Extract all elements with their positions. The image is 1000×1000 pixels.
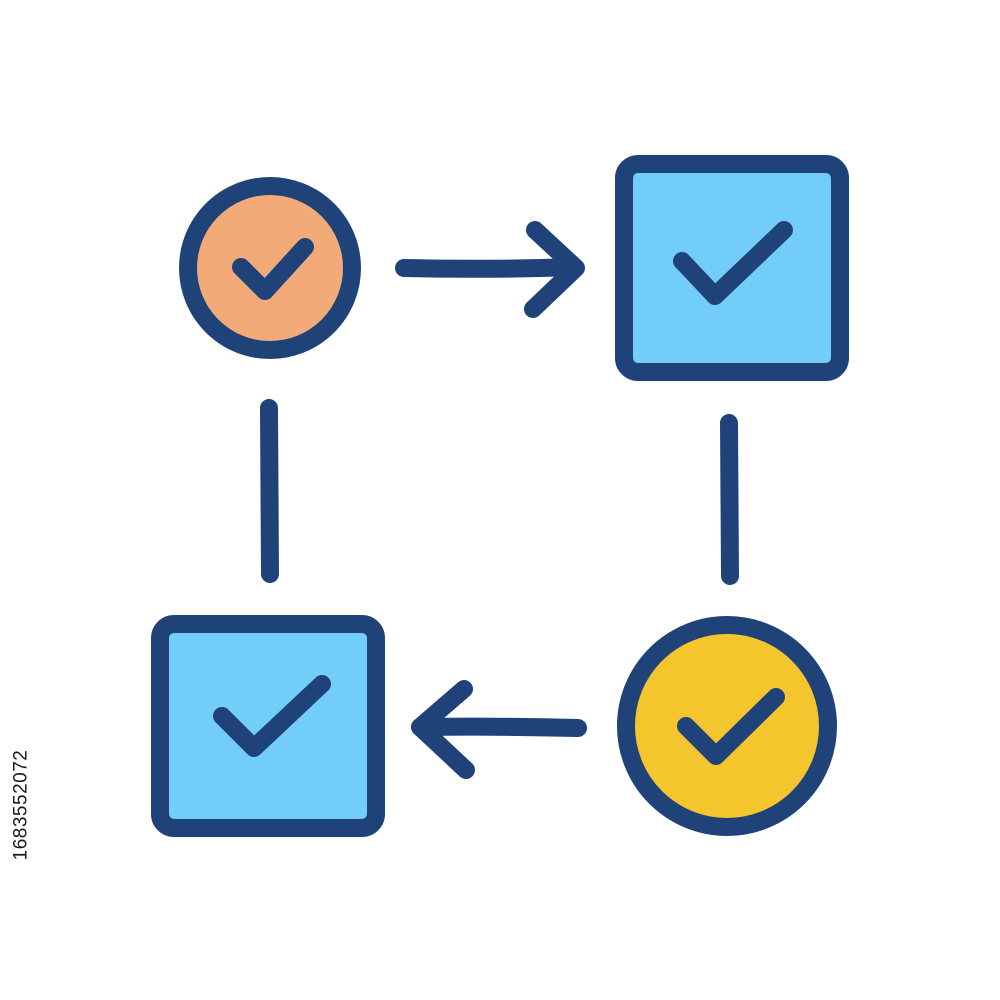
check-icon [232,238,314,300]
connector-line-left [260,399,279,583]
arrow-right [395,221,585,318]
arrowhead-right-icon [524,221,585,318]
check-icon [673,221,793,305]
check-icon [213,675,331,757]
arrowhead-left-icon [411,680,475,779]
node-bottom-left [151,615,385,837]
node-top-right [615,155,849,381]
stock-id-watermark: 1683552072 [2,725,40,885]
circle-node-orange [179,177,361,359]
stock-id-text: 1683552072 [10,749,32,861]
check-icon [677,688,785,765]
circle-node-yellow [617,616,837,836]
connector-line-right [720,414,739,585]
arrow-left [411,680,587,779]
node-bottom-right [617,616,837,836]
node-top-left [179,177,361,359]
